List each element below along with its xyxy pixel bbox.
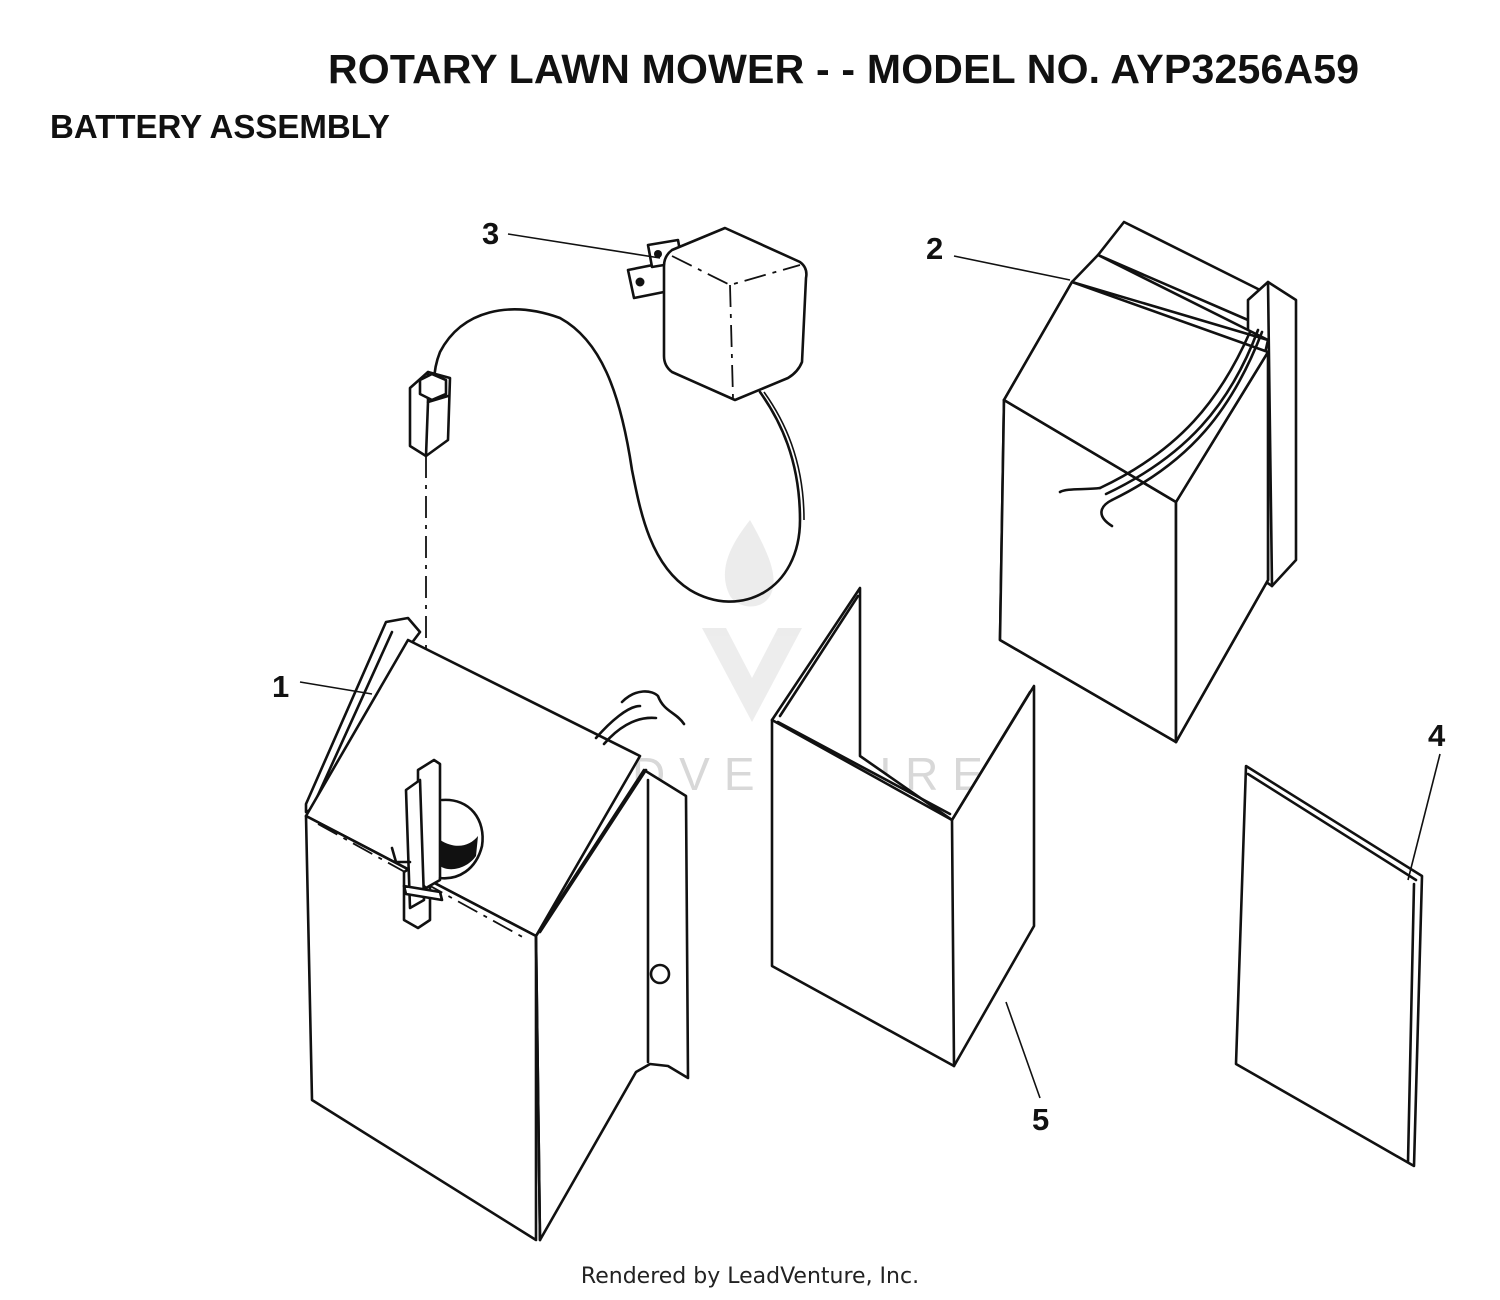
watermark-logo-icon <box>702 520 802 722</box>
callout-1: 1 <box>272 669 289 704</box>
page-title: ROTARY LAWN MOWER - - MODEL NO. AYP3256A… <box>328 46 1360 92</box>
part-battery <box>998 220 1298 744</box>
callout-3: 3 <box>482 216 499 251</box>
part-insulator <box>770 586 1036 1068</box>
callout-4: 4 <box>1428 718 1446 753</box>
section-title: BATTERY ASSEMBLY <box>50 108 390 145</box>
footer-credit: Rendered by LeadVenture, Inc. <box>580 1264 920 1289</box>
part-manual <box>1234 764 1424 1168</box>
callout-leaders <box>299 233 1441 1099</box>
part-charger <box>408 226 808 780</box>
callout-5: 5 <box>1032 1102 1049 1137</box>
part-battery-holder <box>304 616 690 1242</box>
callout-2: 2 <box>926 231 943 266</box>
